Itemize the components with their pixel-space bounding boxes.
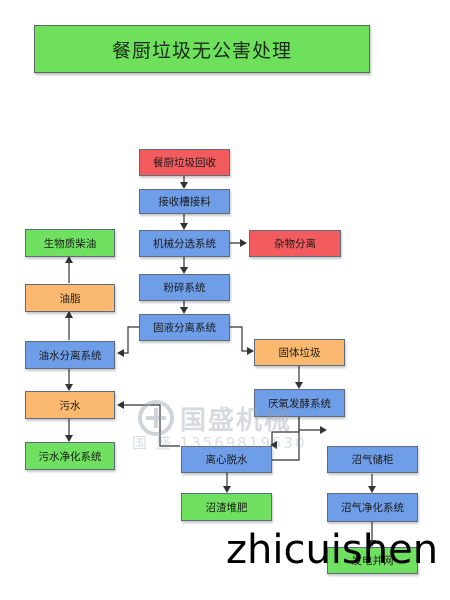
node-oil-water: 油水分离系统 (25, 341, 115, 369)
node-centrifuge: 离心脱水 (181, 446, 272, 473)
node-collect: 餐厨垃圾回收 (139, 149, 230, 176)
node-residue-fertilizer: 沼渣堆肥 (181, 493, 272, 521)
node-biogas-purify: 沼气净化系统 (327, 493, 418, 522)
watermark-sub: 国 盛 13569819530 (132, 434, 307, 452)
brand-overlay-text: zhicuishen (226, 527, 439, 573)
arrow-solidliquid-oilwater (117, 326, 140, 357)
node-solid-liquid: 固液分离系统 (139, 314, 230, 341)
node-biodiesel: 生物质柴油 (25, 229, 115, 257)
node-generation: 发电并网 (327, 547, 418, 574)
node-biogas-tank: 沼气储柜 (327, 446, 418, 473)
node-debris: 杂物分离 (249, 230, 341, 257)
node-anaerobic: 厌氧发酵系统 (254, 389, 345, 417)
node-oil: 油脂 (25, 284, 115, 312)
watermark-main: 国盛机械 (180, 406, 293, 436)
arrow-centrifuge-sewage (117, 401, 180, 447)
arrow-anaerobic-centrifuge (270, 417, 300, 449)
node-sewage-purify: 污水净化系统 (25, 442, 115, 470)
node-solid-waste: 固体垃圾 (254, 339, 345, 366)
node-crush: 粉碎系统 (139, 274, 230, 301)
node-mech-sort: 机械分选系统 (139, 230, 230, 257)
node-sewage: 污水 (25, 391, 115, 419)
watermark-logo-icon (138, 400, 174, 436)
diagram-title: 餐厨垃圾无公害处理 (34, 25, 370, 73)
arrow-solidliquid-solidwaste (229, 326, 254, 355)
node-receive: 接收槽接料 (139, 189, 230, 214)
